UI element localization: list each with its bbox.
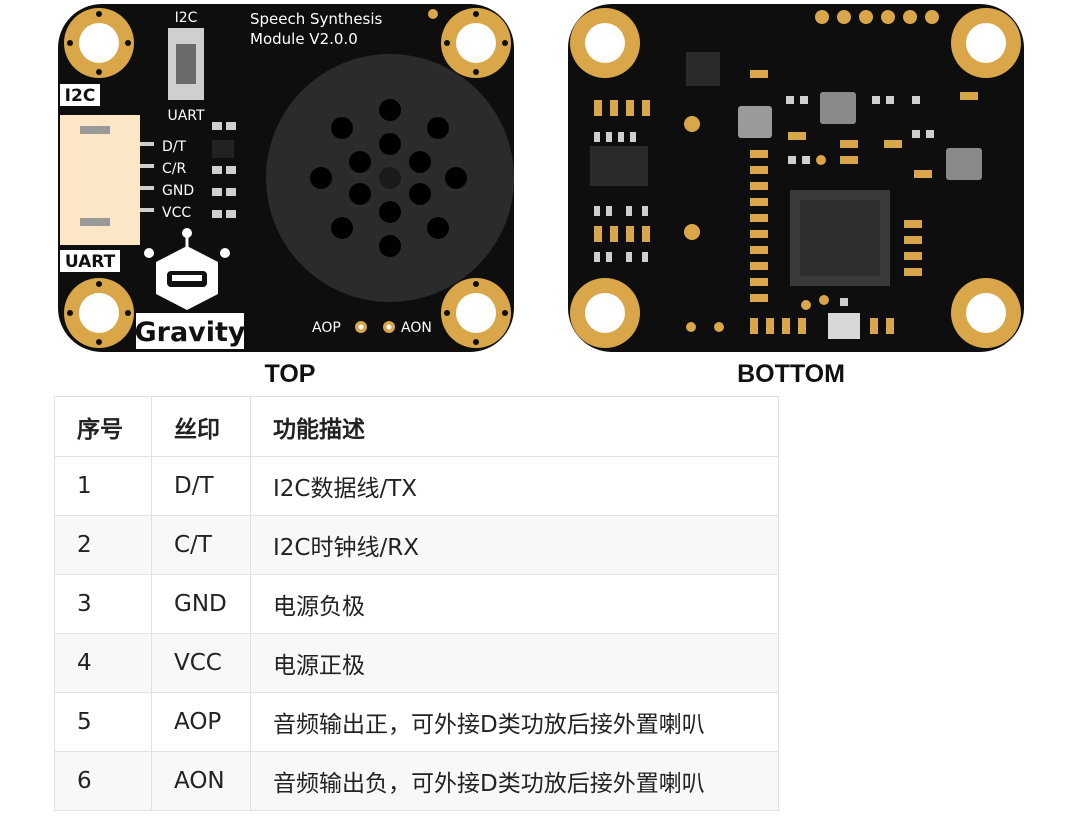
cell-silkscreen: VCC [151, 633, 251, 693]
cell-function: I2C数据线/TX [250, 456, 779, 516]
header-function: 功能描述 [250, 396, 779, 457]
table-row: 4 VCC 电源正极 [54, 633, 779, 693]
switch-label-i2c: I2C [175, 10, 198, 26]
cell-silkscreen: GND [151, 574, 251, 634]
cell-function: I2C时钟线/RX [250, 515, 779, 575]
mount-hole-bl [64, 278, 134, 348]
module-title-line2: Module V2.0.0 [250, 30, 358, 48]
aon-label: AON [401, 320, 432, 336]
table-row: 3 GND 电源负极 [54, 574, 779, 634]
mount-hole-tr [441, 8, 511, 78]
pin-label-vcc: VCC [162, 205, 191, 221]
cell-index: 3 [54, 574, 152, 634]
mount-hole-br [441, 278, 511, 348]
pin-label-cr: C/R [162, 161, 186, 177]
bottom-board-image [566, 0, 1028, 361]
side-label-uart: UART [65, 252, 116, 272]
dfrobot-logo [144, 228, 230, 310]
switch-label-uart: UART [167, 108, 205, 124]
cell-silkscreen: D/T [151, 456, 251, 516]
mount-hole-tl [64, 8, 134, 78]
cell-index: 6 [54, 751, 152, 811]
top-board-image: Gravity I2C UART Speech Synthesis Module… [56, 0, 518, 361]
bottom-board-svg [568, 4, 1024, 352]
module-title-line1: Speech Synthesis [250, 10, 383, 28]
table-row: 5 AOP 音频输出正，可外接D类功放后接外置喇叭 [54, 692, 779, 752]
bottom-caption: BOTTOM [737, 360, 845, 388]
aop-label: AOP [312, 320, 341, 336]
header-index: 序号 [54, 396, 152, 457]
cell-index: 1 [54, 456, 152, 516]
cell-silkscreen: AOP [151, 692, 251, 752]
pin-table: 序号 丝印 功能描述 1 D/T I2C数据线/TX 2 C/T I2C时钟线/… [54, 396, 779, 811]
table-row: 1 D/T I2C数据线/TX [54, 456, 779, 516]
pin-label-gnd: GND [162, 183, 194, 199]
cell-function: 电源负极 [250, 574, 779, 634]
top-caption: TOP [264, 360, 316, 388]
table-row: 6 AON 音频输出负，可外接D类功放后接外置喇叭 [54, 751, 779, 811]
cell-index: 4 [54, 633, 152, 693]
cell-index: 2 [54, 515, 152, 575]
cell-silkscreen: C/T [151, 515, 251, 575]
header-silkscreen: 丝印 [151, 396, 251, 457]
brand-text: Gravity [134, 317, 245, 348]
cell-function: 音频输出正，可外接D类功放后接外置喇叭 [250, 692, 779, 752]
table-row: 2 C/T I2C时钟线/RX [54, 515, 779, 575]
top-board-svg: Gravity I2C UART Speech Synthesis Module… [58, 4, 514, 352]
pin-label-dt: D/T [162, 139, 186, 155]
cell-function: 音频输出负，可外接D类功放后接外置喇叭 [250, 751, 779, 811]
cell-function: 电源正极 [250, 633, 779, 693]
table-header-row: 序号 丝印 功能描述 [54, 396, 779, 457]
cell-index: 5 [54, 692, 152, 752]
cell-silkscreen: AON [151, 751, 251, 811]
side-label-i2c: I2C [65, 86, 96, 106]
